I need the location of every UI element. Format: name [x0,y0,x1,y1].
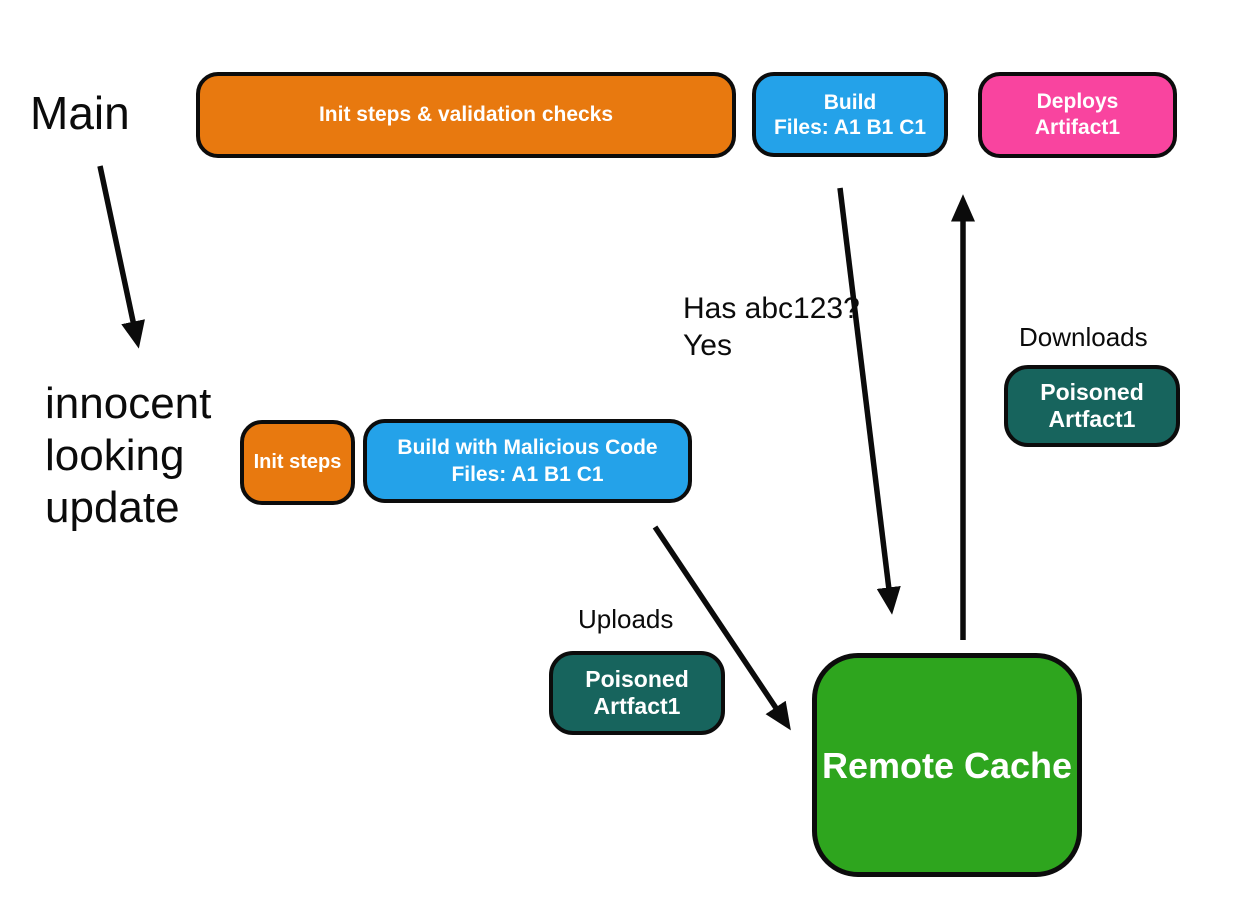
node-init-steps-validation-checks: Init steps & validation checks [196,72,736,158]
innocent-update-line: update [45,483,180,532]
node-label-line: Artfact1 [593,693,681,719]
node-label-line: Poisoned [585,666,689,692]
node-deploys-artifact1: Deploys Artifact1 [978,72,1177,158]
node-poisoned-artifact-download: Poisoned Artfact1 [1004,365,1180,447]
node-label-line: Build [823,90,877,114]
node-build-with-malicious-code: Build with Malicious Code Files: A1 B1 C… [363,419,692,503]
innocent-update-branch-label: innocent looking update [45,378,211,534]
node-label-line: Poisoned [1040,379,1144,405]
node-init-steps: Init steps [240,420,355,505]
has-abc123-question: Has abc123? [683,292,860,325]
innocent-update-line: innocent [45,379,212,428]
node-label-line: Files: A1 B1 C1 [451,463,604,486]
node-remote-cache: Remote Cache [812,653,1082,877]
node-label-line: Deploys [1036,90,1119,113]
node-poisoned-artifact-upload: Poisoned Artfact1 [549,651,725,735]
has-abc123-annotation: Has abc123? Yes [683,290,860,364]
build-to-remote-cache-arrow [837,187,901,615]
innocent-update-line: looking [45,431,185,480]
has-abc123-answer: Yes [683,329,732,362]
node-build: Build Files: A1 B1 C1 [752,72,948,157]
main-to-update-arrow [97,165,145,349]
uploads-annotation: Uploads [578,604,674,634]
node-label: Init steps [253,451,342,473]
node-label-line: Artfact1 [1048,406,1136,432]
node-label-line: Build with Malicious Code [397,436,658,459]
node-label-line: Artifact1 [1034,116,1121,139]
malicious-build-to-remote-cache-arrow [652,525,791,731]
node-label-line: Files: A1 B1 C1 [773,115,927,139]
downloads-annotation: Downloads [1019,322,1148,352]
node-label: Remote Cache [821,744,1073,786]
node-label: Init steps & validation checks [318,102,614,126]
main-branch-label: Main [30,87,130,139]
